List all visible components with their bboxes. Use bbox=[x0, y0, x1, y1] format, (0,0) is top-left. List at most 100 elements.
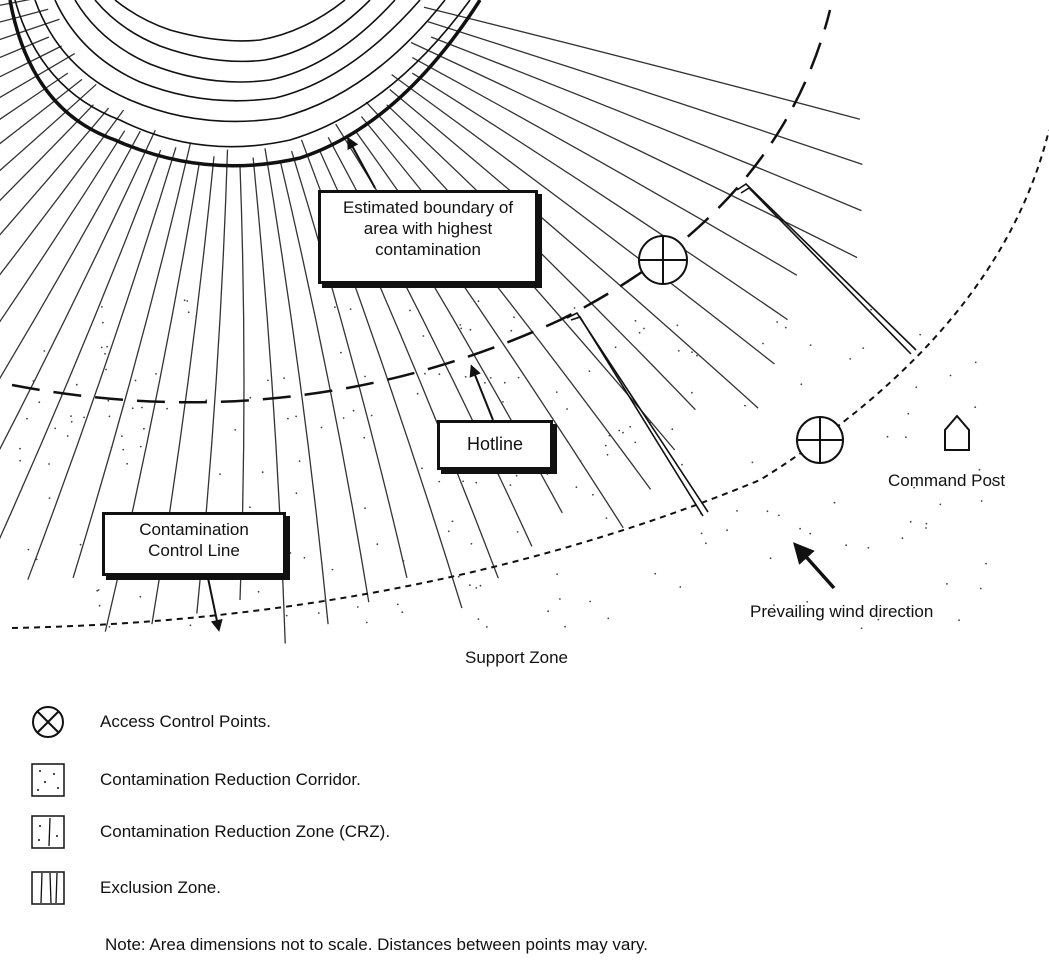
crz-dot bbox=[575, 486, 578, 489]
crz-dot bbox=[295, 415, 297, 418]
crz-dot bbox=[283, 377, 285, 379]
support-zone-label: Support Zone bbox=[465, 648, 569, 667]
crz-dot bbox=[833, 501, 836, 504]
crz-dot bbox=[26, 417, 28, 420]
crz-dot bbox=[877, 618, 880, 621]
crz-dot bbox=[376, 543, 379, 546]
hatch-line bbox=[0, 130, 126, 323]
crz-dot bbox=[980, 500, 983, 502]
crz-dot bbox=[424, 372, 426, 375]
crz-dot bbox=[809, 532, 812, 535]
crz-dot bbox=[70, 415, 72, 417]
crz-dot bbox=[409, 309, 411, 312]
crz-dot bbox=[96, 589, 99, 592]
crz-dot bbox=[104, 352, 106, 355]
crz-dot bbox=[32, 380, 35, 382]
crz-dot bbox=[516, 531, 519, 533]
crz-dot bbox=[219, 473, 222, 475]
crz-dot bbox=[705, 542, 707, 545]
crz-dot bbox=[608, 434, 611, 437]
crz-dot bbox=[751, 461, 754, 464]
crz-dot bbox=[766, 510, 769, 513]
crz-dot bbox=[691, 391, 693, 394]
crz-dot bbox=[809, 344, 812, 346]
crz-dot bbox=[634, 319, 637, 322]
crz-dot bbox=[416, 392, 419, 395]
scale-note: Note: Area dimensions not to scale. Dist… bbox=[105, 935, 649, 954]
crz-dot bbox=[421, 467, 423, 470]
crz-dot bbox=[915, 386, 918, 389]
crz-dot bbox=[131, 407, 134, 410]
crz-dot bbox=[48, 497, 51, 499]
crz-dot bbox=[303, 556, 306, 559]
boundary-pointer-arrow bbox=[347, 136, 376, 189]
crz-dot bbox=[141, 406, 143, 409]
hatch-line bbox=[279, 161, 370, 603]
contamination-control-line-callout: Contamination Control Line bbox=[102, 512, 286, 576]
hatch-line bbox=[27, 147, 177, 580]
hatch-line bbox=[290, 150, 408, 578]
legend-item-access-control: Access Control Points. bbox=[30, 704, 271, 740]
crz-dot bbox=[762, 342, 764, 345]
contamination-control-line-label: Contamination Control Line bbox=[139, 520, 249, 560]
crz-dot bbox=[515, 474, 518, 477]
hatch-line bbox=[72, 143, 192, 578]
dotted-lined-square-icon bbox=[31, 815, 65, 849]
hatch-line bbox=[410, 41, 858, 259]
crz-dot bbox=[502, 401, 504, 403]
prevailing-wind-label: Prevailing wind direction bbox=[750, 602, 934, 621]
lined-square-icon bbox=[31, 871, 65, 905]
crz-dot bbox=[108, 415, 111, 418]
crz-dot bbox=[736, 510, 738, 512]
crz-dot bbox=[643, 327, 645, 330]
crz-dot bbox=[364, 375, 366, 378]
crz-dot bbox=[438, 480, 441, 483]
crz-dot bbox=[676, 324, 679, 327]
crz-dot bbox=[958, 619, 960, 621]
crz-dot bbox=[769, 557, 772, 560]
crz-dot bbox=[860, 627, 863, 630]
crz-dot bbox=[946, 583, 948, 585]
crz-dot bbox=[991, 482, 994, 484]
crz-dot bbox=[470, 542, 473, 545]
crz-dot bbox=[447, 530, 450, 533]
hatch-line bbox=[252, 157, 286, 644]
hatch-line bbox=[0, 53, 76, 99]
crz-dot bbox=[489, 377, 492, 379]
crz-dot bbox=[978, 468, 981, 471]
crz-dot bbox=[105, 368, 107, 371]
crz-dot bbox=[186, 300, 189, 302]
crz-dot bbox=[19, 459, 21, 462]
crz-dot bbox=[638, 331, 641, 334]
crz-dot bbox=[517, 376, 520, 379]
crz-dot bbox=[364, 507, 366, 509]
crz-dot bbox=[121, 435, 123, 437]
crz-dot bbox=[700, 532, 703, 535]
crz-dot bbox=[974, 406, 977, 409]
crz-dot bbox=[189, 624, 192, 627]
crz-dot bbox=[605, 517, 608, 519]
crz-dot bbox=[799, 527, 801, 530]
crz-dot bbox=[696, 354, 698, 357]
crz-dot bbox=[134, 379, 137, 382]
corridor-lines bbox=[566, 182, 917, 517]
hatch-line bbox=[0, 104, 94, 202]
crz-dot bbox=[97, 589, 100, 591]
crz-dot bbox=[317, 612, 320, 614]
command-post-icon bbox=[944, 414, 970, 451]
crz-dot bbox=[340, 351, 342, 354]
crz-dot bbox=[634, 441, 637, 444]
crz-dot bbox=[870, 308, 872, 311]
crz-dot bbox=[510, 329, 513, 332]
crz-dot bbox=[457, 575, 460, 578]
crz-dot bbox=[677, 350, 680, 352]
crz-dot bbox=[546, 473, 549, 475]
crz-dot bbox=[614, 346, 617, 349]
crz-dot bbox=[681, 463, 683, 466]
crz-dot bbox=[592, 493, 594, 496]
crz-dot bbox=[139, 595, 142, 598]
crz-dot bbox=[559, 598, 561, 600]
hatch-line bbox=[0, 107, 110, 236]
crz-dot bbox=[143, 427, 145, 430]
crz-dot bbox=[477, 300, 480, 303]
